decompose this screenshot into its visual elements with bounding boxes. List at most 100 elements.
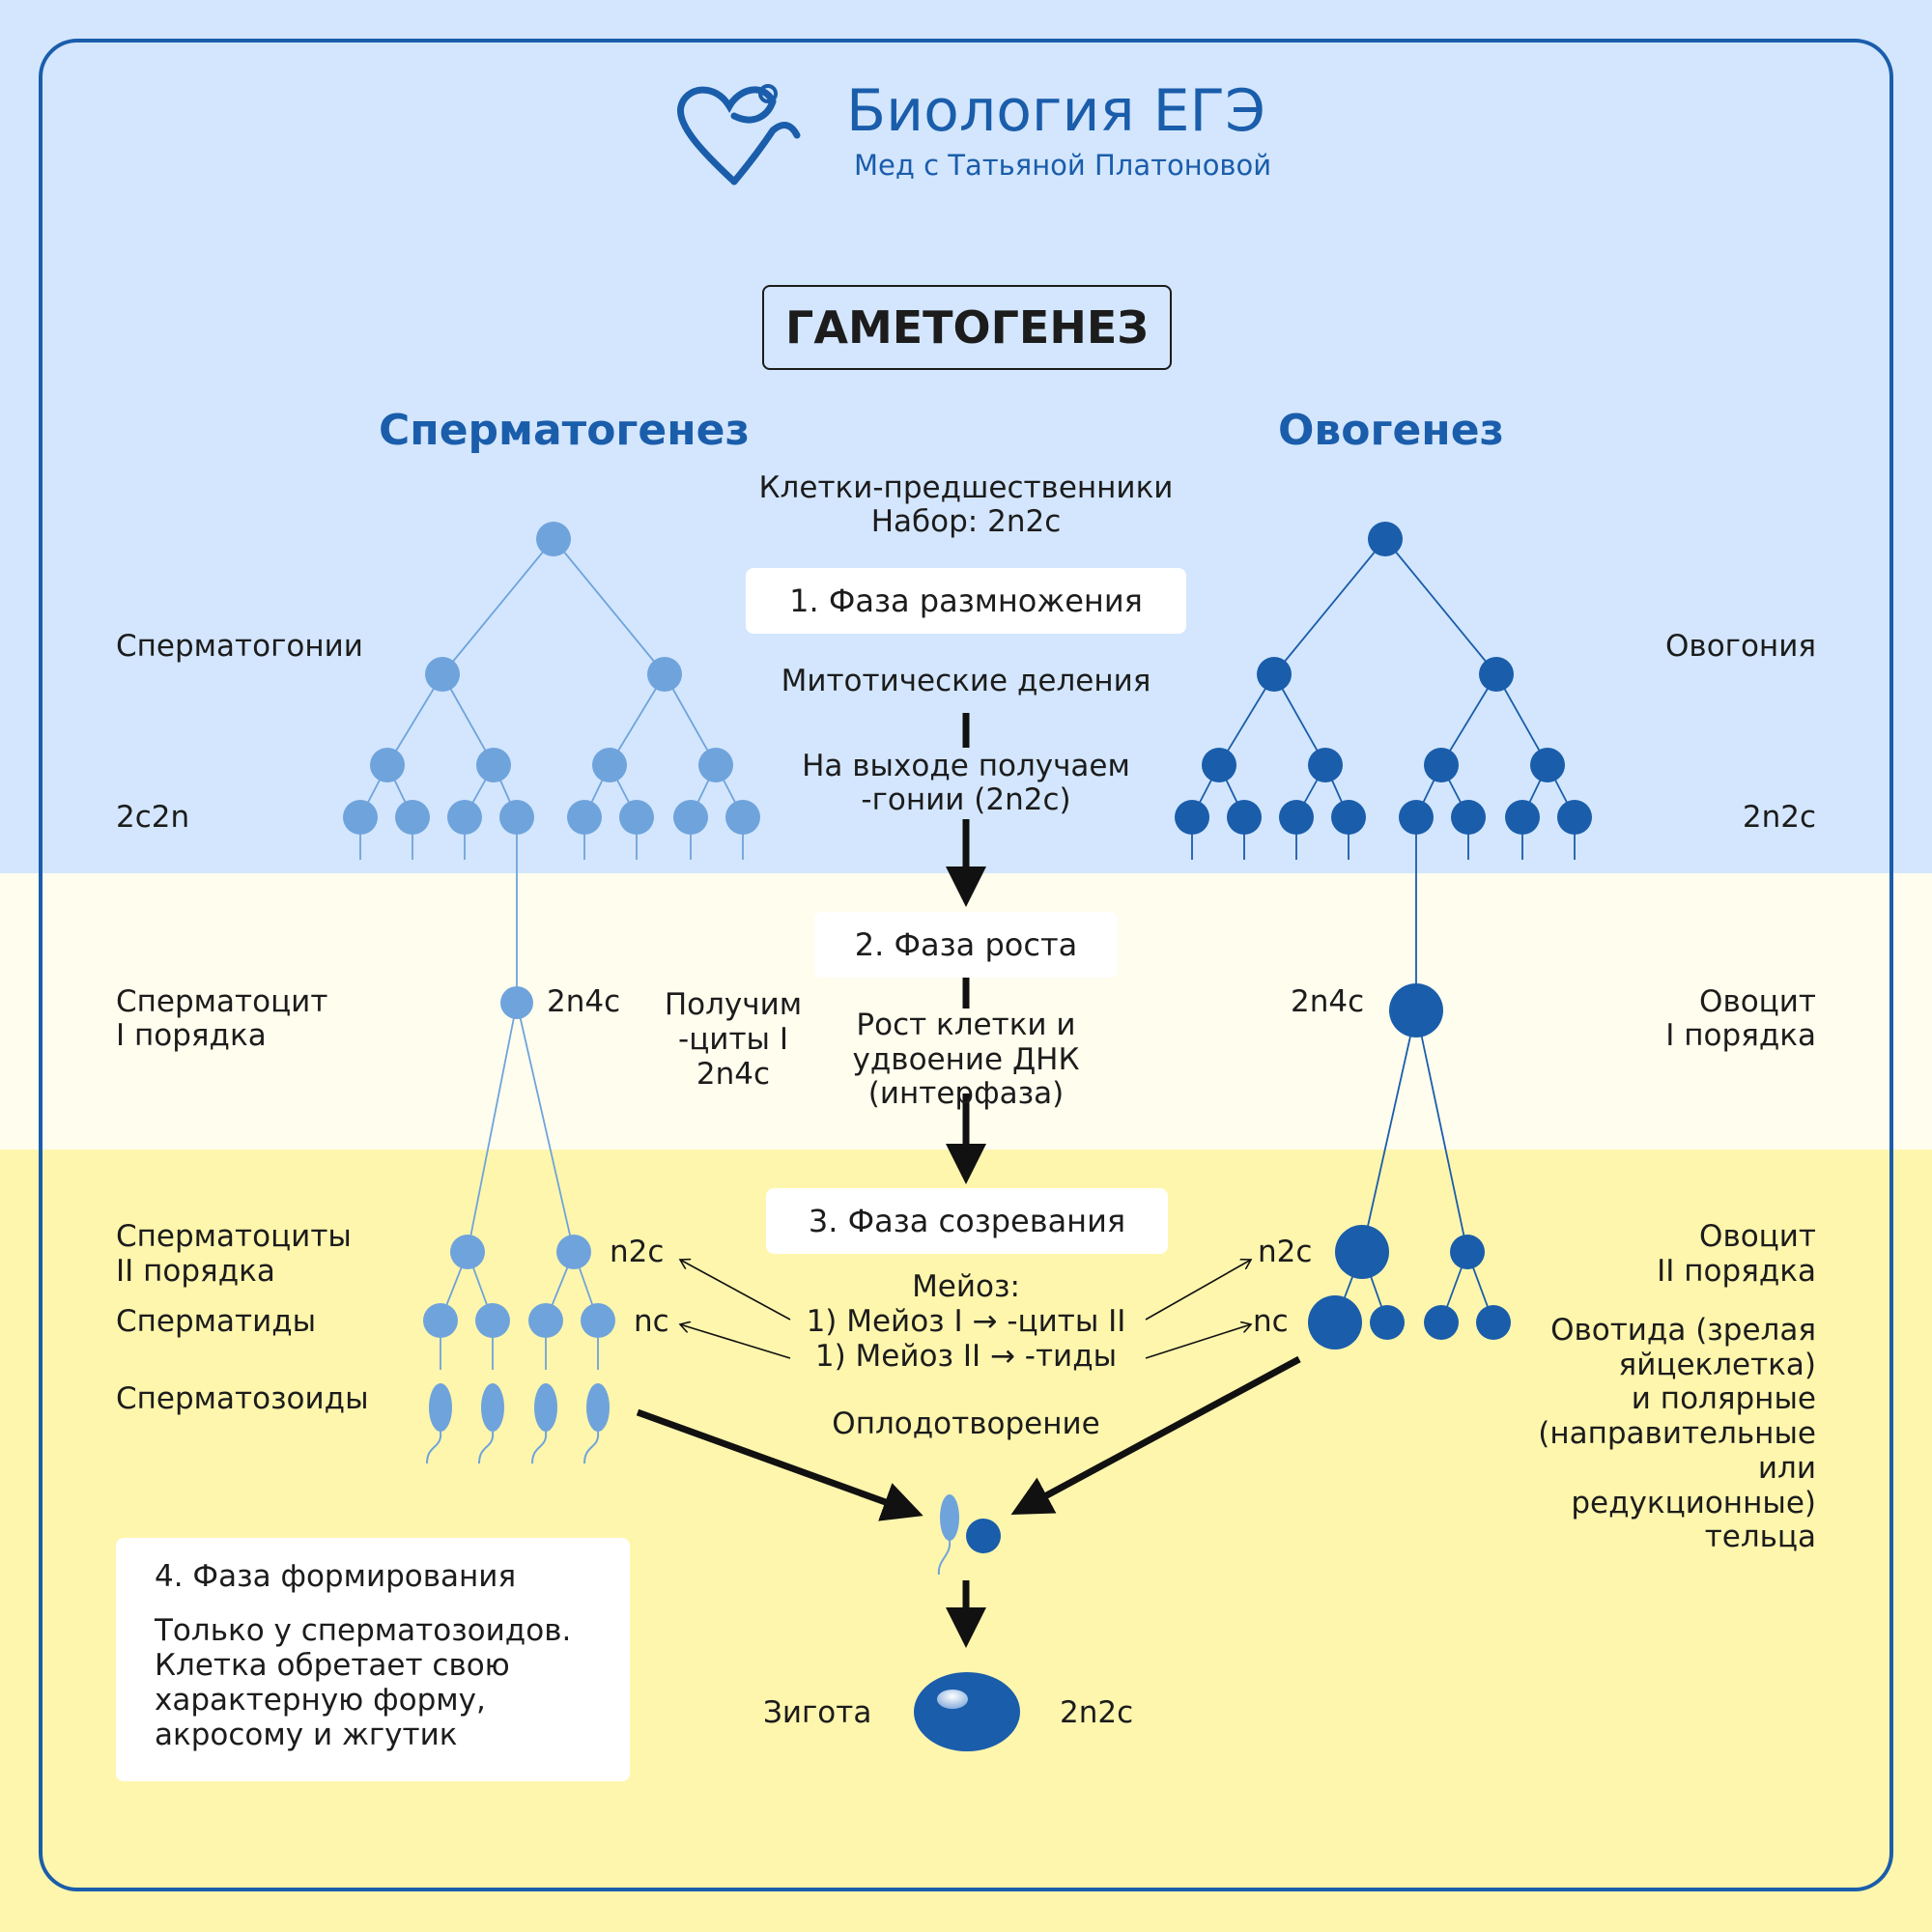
meiosis-line	[516, 1002, 575, 1253]
ootid-label-line: и полярные	[1631, 1381, 1816, 1417]
polar-body-cell	[1424, 1305, 1459, 1340]
gonium-cell	[592, 748, 627, 782]
meiosis-line	[1361, 1009, 1417, 1253]
fertilized-egg	[966, 1519, 1001, 1553]
precursor-cell	[1368, 522, 1403, 556]
division-line	[553, 538, 666, 675]
gonium-cell	[343, 800, 378, 835]
spermatozoon-tail	[426, 1431, 442, 1464]
meiosis-line	[1415, 1009, 1468, 1253]
meiosis-line	[467, 1002, 518, 1253]
fertilizing-sperm-tail	[937, 1540, 952, 1576]
gonium-cell	[1279, 800, 1314, 835]
spermatogenesis-title: Сперматогенез	[379, 406, 751, 455]
spermatozoon-tail	[531, 1431, 548, 1464]
gonium-cell	[1202, 748, 1236, 782]
phase-2-note-line2: удвоение ДНК	[852, 1042, 1080, 1077]
phase-2-note-line3: (интерфаза)	[867, 1076, 1065, 1111]
division-line	[1440, 673, 1497, 766]
gonium-cell	[1451, 800, 1486, 835]
spermatids-set: nc	[634, 1304, 669, 1339]
gonium-cell	[1399, 800, 1434, 835]
oocyte2-label-line1: Овоцит	[1699, 1219, 1816, 1254]
spermatocyte1-label-line2: I порядка	[116, 1018, 267, 1053]
gonium-cell	[725, 800, 760, 835]
gonium-cell	[476, 748, 511, 782]
oocyte1-label-line1: Овоцит	[1699, 984, 1816, 1019]
meiosis-step-1: 1) Мейоз I → -циты II	[806, 1304, 1126, 1339]
polar-body-cell	[1450, 1235, 1485, 1269]
ootid-label-line: редукционные)	[1571, 1485, 1816, 1520]
phase-4-box: 4. Фаза формирования Только у сперматозо…	[116, 1538, 630, 1781]
spermatids-label: Сперматиды	[116, 1304, 317, 1339]
spermatid-cell	[581, 1303, 615, 1338]
spermatocyte2-label-line1: Сперматоциты	[116, 1219, 352, 1254]
spermatocyte-2-cell	[556, 1235, 591, 1269]
phase-1-result-line1: На выходе получаем	[802, 749, 1130, 783]
spermatid-cell	[423, 1303, 458, 1338]
precursor-line2: Набор: 2n2c	[870, 504, 1062, 539]
division-line	[386, 673, 443, 766]
meiosis-step-2: 1) Мейоз II → -тиды	[814, 1339, 1118, 1374]
spermatocyte2-label-line2: II порядка	[116, 1254, 275, 1289]
gonium-cell	[567, 800, 602, 835]
gonium-cell	[698, 748, 733, 782]
gonium-cell	[1505, 800, 1540, 835]
phase-3-label: 3. Фаза созревания	[766, 1188, 1168, 1254]
fertilization-cells	[937, 1494, 1001, 1576]
gonium-cell	[1331, 800, 1366, 835]
page-title: ГАМЕТОГЕНЕЗ	[762, 285, 1172, 370]
oogenesis-title: Овогенез	[1278, 406, 1505, 455]
oogonia-set: 2n2c	[1742, 800, 1816, 835]
phase-2-side-line3: 2n4c	[696, 1057, 771, 1092]
ootid-label-line: тельца	[1704, 1520, 1816, 1555]
spermatozoon-tail	[583, 1431, 600, 1464]
spermatozoon-head	[586, 1383, 610, 1432]
meiosis-title: Мейоз:	[912, 1269, 1020, 1304]
phase-4-text: Только у сперматозоидов. Клетка обретает…	[155, 1613, 572, 1752]
gonium-cell	[1308, 748, 1343, 782]
ootid-set: nc	[1253, 1304, 1289, 1339]
phase-2-note-line1: Рост клетки и	[856, 1008, 1076, 1042]
fertilizing-sperm-head	[940, 1494, 959, 1541]
spermatozoon-head	[429, 1383, 452, 1432]
heart-stethoscope-icon	[676, 84, 801, 185]
polar-body-cell	[1476, 1305, 1511, 1340]
zygote-cell	[914, 1672, 1020, 1751]
spermatid-cell	[528, 1303, 563, 1338]
ootid-cell	[1308, 1295, 1362, 1350]
oocyte1-set: 2n4c	[1291, 984, 1365, 1019]
oogonia-label: Овогония	[1665, 629, 1816, 664]
oocyte1-label-line2: I порядка	[1665, 1018, 1816, 1053]
division-line	[1273, 538, 1386, 675]
ootid-label-line: Овотида (зрелая	[1550, 1313, 1816, 1348]
ootid-label-line: (направительные	[1538, 1416, 1816, 1452]
gonium-cell	[370, 748, 405, 782]
gonium-cell	[425, 657, 460, 692]
meiosis-pointer-arrows	[680, 1260, 1251, 1359]
spermatogenesis-tree	[343, 522, 760, 1464]
division-line	[1218, 673, 1275, 766]
brand-subtitle: Мед с Татьяной Платоновой	[854, 149, 1272, 182]
phase-1-result-line2: -гонии (2n2c)	[861, 782, 1071, 817]
gonium-cell	[1227, 800, 1262, 835]
phase-4-label: 4. Фаза формирования	[155, 1559, 517, 1594]
spermatogonia-set: 2c2n	[116, 800, 190, 835]
spermatozoon-head	[534, 1383, 557, 1432]
spermatozoa-label: Сперматозоиды	[116, 1381, 369, 1416]
phase-2-side-line1: Получим	[664, 987, 803, 1022]
gonium-cell	[1557, 800, 1592, 835]
division-line	[1384, 538, 1497, 675]
precursor-line1: Клетки-предшественники	[758, 470, 1174, 505]
spermatocyte2-set: n2c	[610, 1235, 665, 1269]
spermatocyte1-set: 2n4c	[547, 984, 621, 1019]
zygote-nucleus	[937, 1690, 968, 1709]
gonium-cell	[1479, 657, 1514, 692]
zygote-set: 2n2c	[1060, 1695, 1134, 1730]
zygote-label: Зигота	[763, 1695, 872, 1730]
oocyte2-label-line2: II порядка	[1657, 1254, 1816, 1289]
ootid-label-line: яйцеклетка)	[1618, 1347, 1816, 1382]
spermatogonia-label: Сперматогонии	[116, 629, 363, 664]
outer-frame	[39, 39, 1893, 1891]
gonium-cell	[673, 800, 708, 835]
